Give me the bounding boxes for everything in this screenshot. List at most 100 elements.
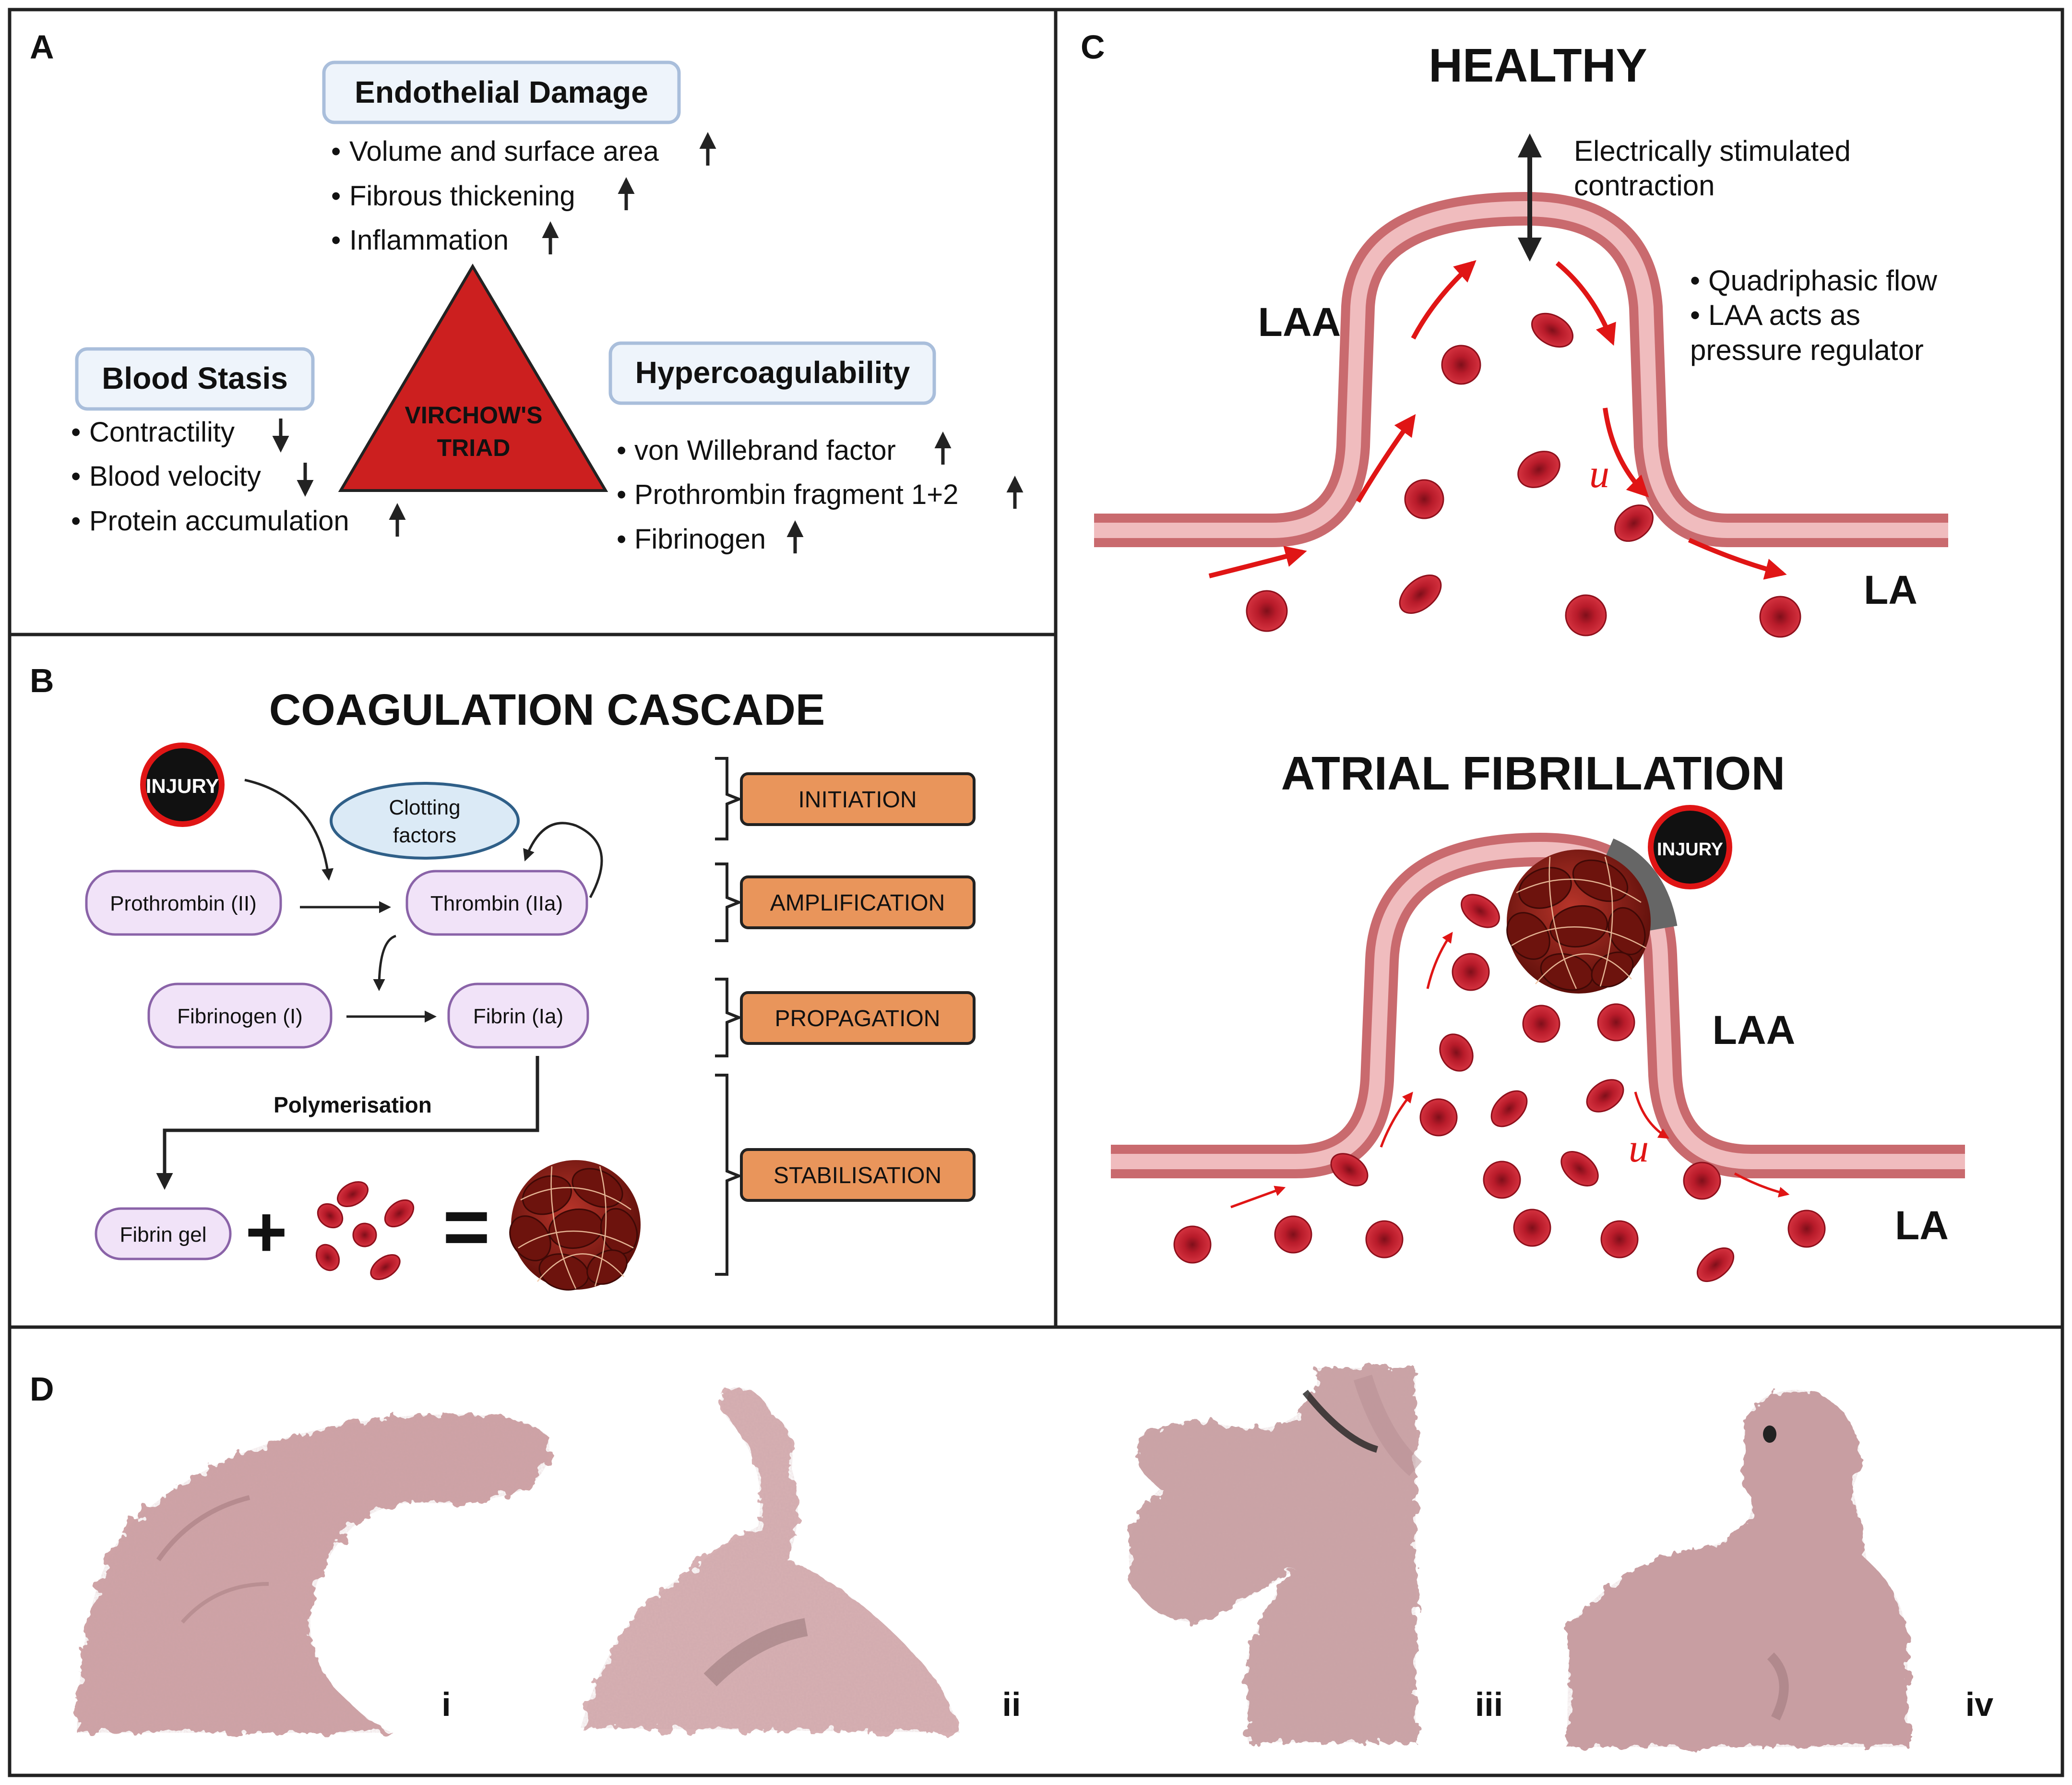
stim-text-2: contraction bbox=[1574, 169, 1715, 202]
red-blood-cell bbox=[370, 1254, 401, 1280]
stasis-title: Blood Stasis bbox=[102, 361, 288, 395]
flow-arrow bbox=[1603, 407, 1649, 498]
red-blood-cell bbox=[1597, 1003, 1635, 1042]
red-blood-cell bbox=[1560, 1151, 1599, 1186]
af-clot bbox=[1506, 850, 1651, 994]
endothelial-title: Endothelial Damage bbox=[355, 75, 648, 109]
thrombin-node: Thrombin (IIa) bbox=[405, 870, 588, 936]
thrombin-feedback-arrow bbox=[523, 822, 603, 898]
stage-braces bbox=[715, 757, 743, 1276]
panel-b: B COAGULATION CASCADE INJURY Clotting fa… bbox=[30, 662, 976, 1291]
af-rbcs bbox=[1173, 894, 1826, 1282]
brace-stabilisation bbox=[715, 1074, 743, 1276]
red-blood-cell bbox=[1246, 590, 1288, 632]
thrombin-to-fibrinogen-arrow bbox=[373, 934, 396, 991]
panel-b-label: B bbox=[30, 662, 54, 699]
red-blood-cell bbox=[1461, 894, 1500, 928]
red-blood-cell bbox=[352, 1222, 377, 1247]
fibrinogen-node: Fibrinogen (I) bbox=[147, 982, 333, 1049]
brace-propagation bbox=[715, 978, 743, 1057]
clotting-factors-node: Clotting factors bbox=[330, 782, 520, 860]
fibrin-text: Fibrin (Ia) bbox=[473, 1005, 563, 1028]
rbc-group-b bbox=[315, 1181, 415, 1280]
healthy-rbcs bbox=[1246, 312, 1801, 638]
stage-boxes: INITIATION AMPLIFICATION PROPAGATION STA… bbox=[740, 772, 976, 1202]
laa-model-iii bbox=[1129, 1368, 1422, 1742]
endothelial-item-2: Fibrous thickening bbox=[349, 180, 575, 212]
endothelial-arrows bbox=[542, 132, 716, 254]
red-blood-cell bbox=[1531, 312, 1574, 348]
red-blood-cell bbox=[1399, 574, 1442, 614]
panel-c: C HEALTHY Electrically stimulated contra… bbox=[1081, 28, 1965, 1282]
red-blood-cell bbox=[1365, 1220, 1404, 1258]
flow-arrow bbox=[1230, 1186, 1286, 1209]
healthy-title: HEALTHY bbox=[1429, 39, 1647, 92]
injury-text: INJURY bbox=[146, 775, 219, 797]
flow-arrow bbox=[1634, 1091, 1669, 1139]
brace-initiation bbox=[715, 757, 743, 840]
flow-arrow bbox=[1734, 1172, 1790, 1198]
healthy-laa-label: LAA bbox=[1258, 299, 1341, 345]
fibrin-gel-node: Fibrin gel bbox=[95, 1207, 232, 1260]
red-blood-cell bbox=[1490, 1090, 1528, 1127]
bullet-dot: • bbox=[71, 417, 81, 448]
note-3: pressure regulator bbox=[1690, 334, 1924, 366]
healthy-u-label: u bbox=[1589, 452, 1609, 496]
af-laa-label: LAA bbox=[1713, 1007, 1796, 1053]
panel-c-label: C bbox=[1081, 28, 1105, 66]
stasis-list: • Contractility • Blood velocity • Prote… bbox=[71, 417, 349, 537]
brace-amplification bbox=[715, 863, 743, 942]
flow-arrow bbox=[1411, 260, 1477, 340]
red-blood-cell bbox=[1759, 596, 1801, 638]
red-blood-cell bbox=[1683, 1162, 1721, 1200]
hypercoagulability-box: Hypercoagulability bbox=[608, 341, 936, 405]
flow-arrow bbox=[1688, 538, 1787, 580]
model-label-iii: iii bbox=[1475, 1686, 1503, 1723]
bullet-dot: • bbox=[1690, 264, 1700, 297]
clot-icon bbox=[509, 1160, 641, 1291]
red-blood-cell bbox=[1586, 1079, 1624, 1113]
endothelial-item-3: Inflammation bbox=[349, 225, 509, 256]
hyper-list: • von Willebrand factor • Prothrombin fr… bbox=[617, 435, 958, 555]
hyper-item-1: von Willebrand factor bbox=[634, 435, 896, 466]
flow-arrow bbox=[1356, 414, 1416, 503]
polymerisation-label: Polymerisation bbox=[274, 1092, 432, 1117]
stasis-item-1: Contractility bbox=[89, 417, 235, 448]
thrombin-text: Thrombin (IIa) bbox=[430, 892, 563, 915]
flow-arrow bbox=[1380, 1091, 1413, 1148]
polymerisation-arrow bbox=[156, 1056, 539, 1190]
af-laa-wall bbox=[1111, 833, 1965, 1178]
equals-sign: = bbox=[442, 1181, 490, 1272]
af-la-label: LA bbox=[1895, 1203, 1949, 1248]
red-blood-cell bbox=[1173, 1225, 1212, 1264]
prothrombin-node: Prothrombin (II) bbox=[85, 870, 282, 936]
bullet-dot: • bbox=[617, 479, 626, 510]
stim-text-1: Electrically stimulated bbox=[1574, 135, 1851, 167]
cascade-title: COAGULATION CASCADE bbox=[269, 685, 825, 734]
af-injury-badge: INJURY bbox=[1648, 805, 1732, 889]
stage-stabilisation: STABILISATION bbox=[774, 1163, 941, 1188]
panel-d-label: D bbox=[30, 1370, 54, 1408]
hyper-arrows bbox=[786, 431, 1024, 553]
stasis-item-2: Blood velocity bbox=[89, 461, 261, 492]
blood-stasis-box: Blood Stasis bbox=[75, 347, 315, 411]
af-title: ATRIAL FIBRILLATION bbox=[1281, 747, 1786, 800]
triangle-label-1: VIRCHOW'S bbox=[405, 402, 543, 429]
red-blood-cell bbox=[337, 1181, 369, 1208]
note-1: Quadriphasic flow bbox=[1708, 264, 1938, 297]
panel-frames bbox=[8, 8, 2064, 1777]
panel-a: A Endothelial Damage • Volume and surfac… bbox=[30, 28, 1024, 555]
red-blood-cell bbox=[1517, 451, 1560, 488]
fibrinogen-text: Fibrinogen (I) bbox=[177, 1005, 303, 1028]
model-label-ii: ii bbox=[1002, 1686, 1021, 1723]
panel-a-label: A bbox=[30, 28, 54, 66]
healthy-flow-arrows bbox=[1208, 260, 1787, 580]
laa-model-iv bbox=[1567, 1390, 1907, 1747]
red-blood-cell bbox=[1441, 345, 1481, 385]
stage-amplification: AMPLIFICATION bbox=[770, 890, 945, 916]
healthy-la-label: LA bbox=[1864, 567, 1917, 612]
endothelial-damage-box: Endothelial Damage bbox=[322, 60, 681, 124]
red-blood-cell bbox=[1522, 1005, 1560, 1043]
red-blood-cell bbox=[1513, 1209, 1551, 1247]
af-flow-arrows bbox=[1230, 932, 1790, 1209]
